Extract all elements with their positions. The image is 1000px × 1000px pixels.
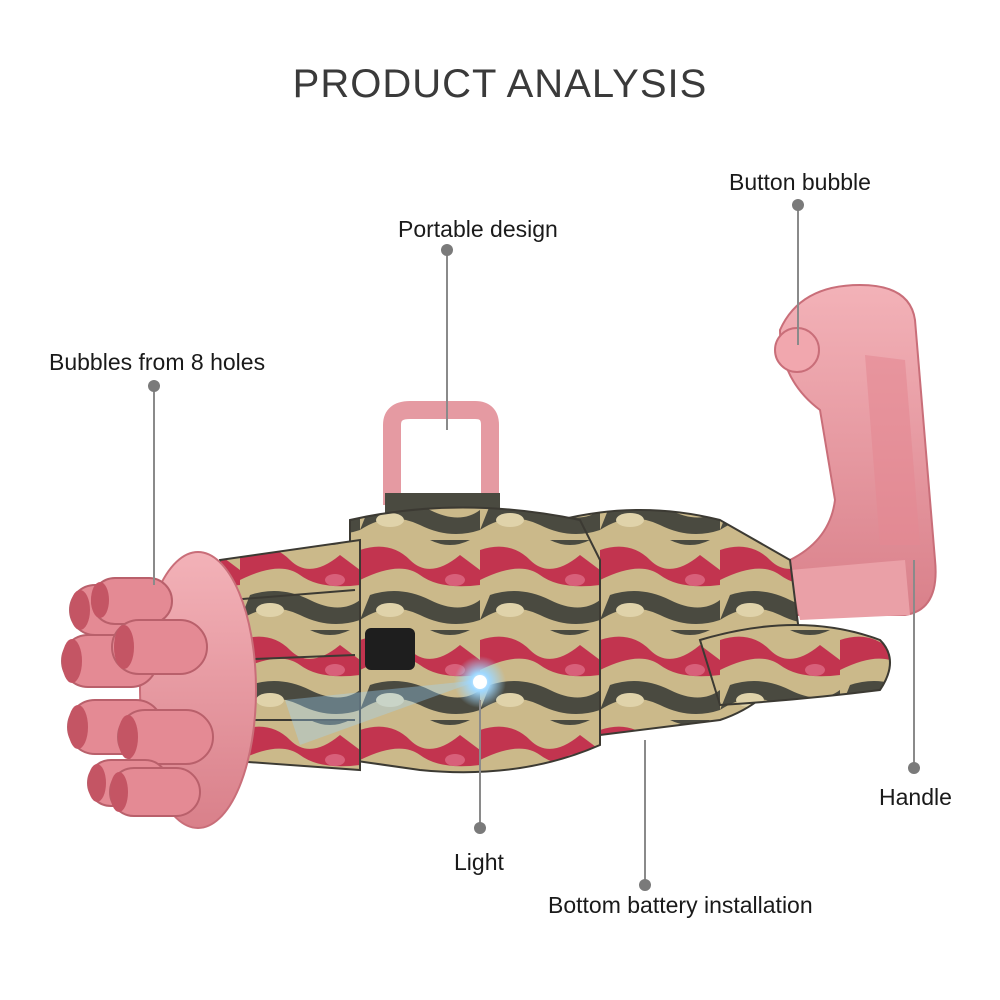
- callout-battery: Bottom battery installation: [548, 892, 813, 918]
- main-body: [349, 506, 601, 774]
- callout-button-bubble: Button bubble: [729, 169, 871, 195]
- callout-handle: Handle: [879, 784, 952, 810]
- nozzle-holes: [62, 582, 138, 812]
- carry-handle: [383, 401, 500, 523]
- callout-bubbles-holes: Bubbles from 8 holes: [49, 349, 266, 375]
- handle-grip: [774, 283, 937, 620]
- leader-lines: [153, 205, 915, 885]
- light-beam: [285, 656, 506, 745]
- page-title: PRODUCT ANALYSIS: [292, 62, 708, 106]
- rear-body: [559, 509, 891, 742]
- callout-portable-design: Portable design: [398, 216, 558, 242]
- leader-dots: [148, 199, 920, 891]
- callout-light: Light: [454, 849, 504, 875]
